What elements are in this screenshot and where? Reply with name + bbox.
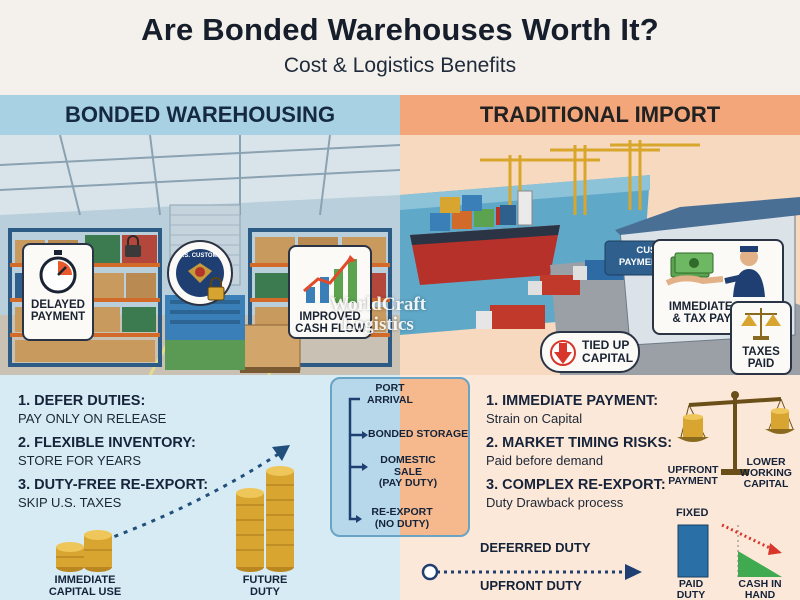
deferred-duty-label: DEFERRED DUTY <box>480 540 591 555</box>
upfront-payment-label: UPFRONT PAYMENT <box>663 464 723 488</box>
bonded-benefit-list: 1. DEFER DUTIES: PAY ONLY ON RELEASE 2. … <box>18 393 208 519</box>
tied-label-2: CAPITAL <box>582 351 634 366</box>
label-line: DUTY <box>250 585 280 598</box>
logo-line: Logistics <box>342 313 414 335</box>
customs-seal-callout: U.S. CUSTOMS <box>160 235 240 315</box>
delayed-payment-callout: DELAYED PAYMENT <box>22 243 94 341</box>
list-item-sub: SKIP U.S. TAXES <box>18 495 122 510</box>
step-line: SALE <box>393 465 422 478</box>
taxes-label-2: PAID <box>747 358 775 371</box>
cash-flow-label-2: CASH FLOW <box>295 323 365 336</box>
growth-chart-icon <box>303 255 357 303</box>
label-line: CASH IN <box>738 578 782 590</box>
traditional-import-panel: TRADITIONAL IMPORT <box>400 95 800 600</box>
tied-up-capital-callout: TIED UP CAPITAL <box>540 331 640 373</box>
label-line: CAPITAL <box>743 478 789 491</box>
delayed-label-2: PAYMENT <box>30 311 86 324</box>
bonded-heading: BONDED WAREHOUSING <box>0 95 400 135</box>
label-line: PAID <box>678 578 704 590</box>
logistics-flow-diagram: PORT ARRIVAL BONDED STORAGE DOMESTIC SAL… <box>330 377 470 537</box>
step-line: (NO DUTY) <box>374 517 430 530</box>
coin-stack-icon <box>236 466 294 572</box>
worldcraft-logo: WorldCraft Logistics <box>330 295 426 335</box>
list-item-sub: PAY ONLY ON RELEASE <box>18 411 167 426</box>
list-item-title: 2. MARKET TIMING RISKS: <box>486 435 673 451</box>
label-line: PAYMENT <box>668 475 718 488</box>
list-item-title: 1. IMMEDIATE PAYMENT: <box>486 393 659 409</box>
tied-label-1: TIED UP <box>582 338 630 352</box>
list-item-title: 3. COMPLEX RE-EXPORT: <box>486 477 666 493</box>
flow-step-domestic-sale: DOMESTIC SALE (PAY DUTY) <box>368 454 448 490</box>
label-line: LOWER <box>746 456 786 468</box>
paid-duty-bar <box>677 524 709 578</box>
label-line: HAND <box>744 589 776 600</box>
label-line: IMMEDIATE <box>54 574 116 586</box>
customs-seal-text: U.S. CUSTOMS <box>178 253 221 259</box>
step-line: DOMESTIC <box>380 454 436 466</box>
duty-timeline: DEFERRED DUTY UPFRONT DUTY <box>420 540 650 595</box>
list-item: 3. COMPLEX RE-EXPORT: Duty Drawback proc… <box>486 477 672 510</box>
list-item-sub: Paid before demand <box>486 453 604 468</box>
flow-arrows <box>348 397 368 523</box>
header: Are Bonded Warehouses Worth It? Cost & L… <box>0 0 800 95</box>
cash-in-hand-label: CASH IN HAND <box>730 578 790 600</box>
step-line: BONDED STORAGE <box>368 428 469 440</box>
down-arrow-icon <box>550 340 576 366</box>
page-title: Are Bonded Warehouses Worth It? <box>141 12 659 47</box>
list-item: 3. DUTY-FREE RE-EXPORT: SKIP U.S. TAXES <box>18 477 208 510</box>
arrow-head-icon <box>272 445 290 461</box>
balance-scale-icon <box>677 391 795 475</box>
label-line: UPFRONT <box>667 464 719 476</box>
cash-flow-callout: IMPROVED CASH FLOW <box>288 245 372 339</box>
flow-step-port: PORT ARRIVAL <box>360 382 420 406</box>
taxes-label-1: TAXES <box>742 345 780 358</box>
timeline-arrow <box>421 563 642 581</box>
list-item-title: 3. DUTY-FREE RE-EXPORT: <box>18 477 209 493</box>
label-line: WORKING <box>740 467 792 480</box>
taxes-paid-callout: TAXES PAID <box>730 301 792 375</box>
lower-working-capital-label: LOWER WORKING CAPITAL <box>735 456 797 491</box>
delayed-label-1: DELAYED <box>31 298 85 311</box>
list-item-sub: STORE FOR YEARS <box>18 453 142 468</box>
coin-growth-illustration <box>56 445 294 572</box>
paid-duty-label: PAID DUTY <box>666 578 716 600</box>
list-item-sub: Duty Drawback process <box>486 495 624 510</box>
step-line: PORT <box>375 382 405 394</box>
cash-handoff-icon <box>665 246 765 297</box>
list-item: 2. FLEXIBLE INVENTORY: STORE FOR YEARS <box>18 435 208 468</box>
list-item-title: 2. FLEXIBLE INVENTORY: <box>18 435 196 451</box>
flow-step-bonded-storage: BONDED STORAGE <box>368 428 472 441</box>
cash-in-hand-bar <box>738 551 782 577</box>
traditional-drawback-list: 1. IMMEDIATE PAYMENT: Strain on Capital … <box>486 393 672 519</box>
fixed-label: FIXED <box>676 507 709 519</box>
traditional-heading: TRADITIONAL IMPORT <box>400 95 800 135</box>
step-line: RE-EXPORT <box>371 506 433 518</box>
list-item: 1. IMMEDIATE PAYMENT: Strain on Capital <box>486 393 672 426</box>
paid-vs-cash-chart <box>677 523 782 578</box>
label-line: FUTURE <box>242 574 288 586</box>
coin-stack-icon <box>56 530 112 572</box>
list-item: 1. DEFER DUTIES: PAY ONLY ON RELEASE <box>18 393 208 426</box>
label-line: CAPITAL USE <box>48 585 122 598</box>
flow-step-re-export: RE-EXPORT (NO DUTY) <box>362 506 442 530</box>
label-line: DUTY <box>676 589 706 600</box>
list-item-sub: Strain on Capital <box>486 411 583 426</box>
list-item: 2. MARKET TIMING RISKS: Paid before dema… <box>486 435 672 468</box>
step-line: (PAY DUTY) <box>378 477 438 490</box>
logo-line: WorldCraft <box>330 294 427 315</box>
immediate-capital-label: IMMEDIATE CAPITAL USE <box>40 574 130 598</box>
page-subtitle: Cost & Logistics Benefits <box>283 54 517 77</box>
stopwatch-icon <box>39 250 77 294</box>
customs-seal-icon: U.S. CUSTOMS <box>167 240 233 306</box>
future-duty-label: FUTURE DUTY <box>235 574 295 598</box>
step-line: ARRIVAL <box>367 393 413 406</box>
upfront-duty-label: UPFRONT DUTY <box>480 578 582 593</box>
decline-arrow-icon <box>768 543 782 555</box>
scale-icon <box>741 308 781 340</box>
bonded-warehousing-panel: BONDED WAREHOUSING <box>0 95 400 600</box>
cash-flow-label-1: IMPROVED <box>299 310 361 323</box>
list-item-title: 1. DEFER DUTIES: <box>18 393 146 409</box>
